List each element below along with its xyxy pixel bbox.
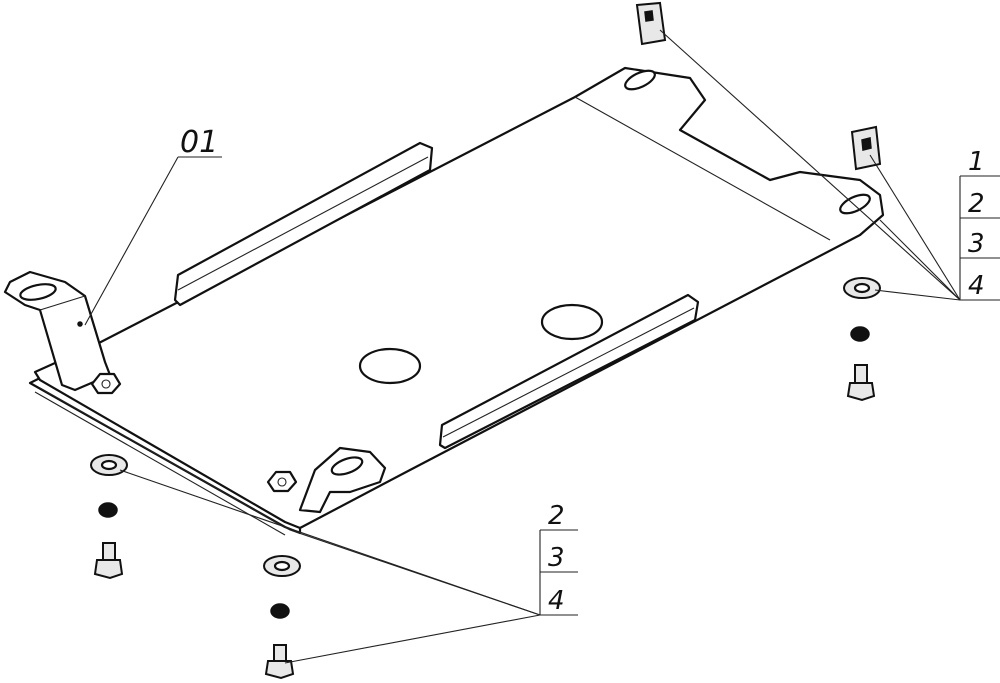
bracket-front-right: [298, 446, 387, 514]
weld-nut-1: [90, 372, 122, 395]
plate-label: 01: [180, 125, 218, 160]
rib-left-line: [177, 156, 429, 291]
slot-hole-right: [839, 193, 871, 215]
bottom-stack-label-4: 4: [548, 586, 565, 616]
bolt-icon: [846, 364, 876, 402]
bracket-left-dot: [77, 321, 83, 327]
bracket-slot-right: [330, 456, 364, 476]
spring-washer-icon: [850, 326, 870, 342]
plate-crease: [574, 96, 831, 241]
bolt-icon: [264, 644, 295, 680]
stiffener-rib-right: [438, 293, 700, 450]
fastener-set-bottom-middle: [263, 555, 301, 680]
spring-washer-icon: [98, 502, 118, 518]
slot-hole-top: [624, 69, 656, 91]
weld-nut-2: [266, 470, 298, 493]
bolt-icon: [93, 542, 124, 580]
clip-nut-top: [635, 1, 667, 46]
bottom-stack-label-2: 2: [548, 501, 565, 531]
round-opening-2: [540, 303, 604, 341]
skid-plate: [3, 66, 885, 536]
bottom-stack-label-3: 3: [548, 543, 565, 573]
clip-nut-right: [850, 125, 882, 171]
plate-top-surface: [33, 66, 885, 530]
plate-edge-line: [39, 387, 291, 531]
bracket-front-left: [3, 270, 112, 392]
stiffener-rib-left: [173, 141, 434, 307]
fastener-set-right: [843, 277, 881, 402]
bracket-left-fold: [39, 295, 86, 311]
leader-lines: [84, 29, 1000, 664]
round-opening-1: [358, 347, 422, 385]
right-stack-label-2: 2: [968, 189, 985, 219]
plate-edge-line-2: [34, 391, 286, 536]
fastener-set-bottom-left: [90, 454, 128, 580]
right-stack-label-1: 1: [968, 147, 985, 177]
bracket-slot-left: [19, 283, 57, 301]
spring-washer-icon: [270, 603, 290, 619]
right-stack-label-3: 3: [968, 229, 985, 259]
right-stack-label-4: 4: [968, 271, 985, 301]
rib-right-line: [442, 307, 695, 438]
